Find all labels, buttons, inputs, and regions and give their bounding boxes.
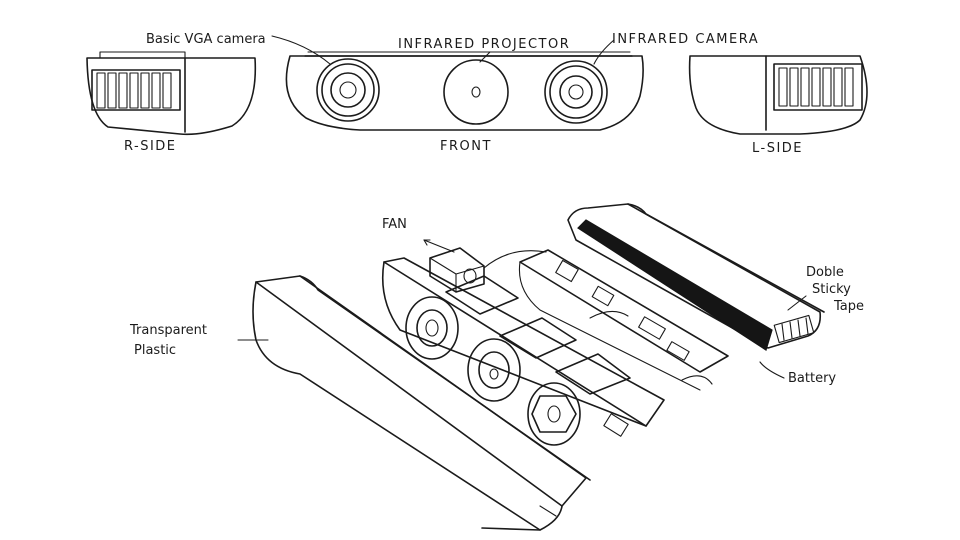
infrared-camera-lens xyxy=(544,60,608,124)
fan-unit xyxy=(429,247,547,293)
infrared-projector-leader xyxy=(479,51,491,63)
front-label: FRONT xyxy=(440,139,492,154)
battery-block xyxy=(567,203,825,351)
tape-label-line2: Sticky xyxy=(812,282,851,297)
transparent-plastic-shell xyxy=(237,275,591,531)
battery-leader xyxy=(759,361,785,379)
front-view: FRONT xyxy=(285,51,644,154)
exploded-vga-lens xyxy=(405,296,459,360)
infrared-camera-label: INFRARED CAMERA xyxy=(612,32,759,47)
plastic-label-line1: Transparent xyxy=(129,323,207,338)
double-sticky-tape xyxy=(577,219,773,351)
l-side-label: L-SIDE xyxy=(752,141,803,156)
plastic-label-line2: Plastic xyxy=(134,343,176,358)
vga-camera-leader xyxy=(271,35,331,65)
exploded-ir-camera-lens xyxy=(527,382,581,446)
vga-camera-lens xyxy=(316,58,380,122)
infrared-projector-lens xyxy=(443,59,509,125)
fan-label: FAN xyxy=(382,217,407,232)
exploded-projector-lens xyxy=(467,338,521,402)
battery-label: Battery xyxy=(788,371,836,386)
circuit-board-stack xyxy=(445,249,729,395)
vga-camera-label: Basic VGA camera xyxy=(146,32,266,47)
tape-label-line1: Doble xyxy=(806,265,844,280)
tape-leader xyxy=(787,295,807,311)
l-side-view: L-SIDE xyxy=(688,55,868,156)
r-side-view: R-SIDE xyxy=(86,51,257,154)
l-side-vent-grille xyxy=(773,63,863,111)
infrared-camera-leader xyxy=(593,39,615,65)
r-side-label: R-SIDE xyxy=(124,139,177,154)
fan-leader xyxy=(423,239,455,253)
infrared-projector-label: INFRARED PROJECTOR xyxy=(398,37,570,52)
tape-label-line3: Tape xyxy=(833,299,864,314)
r-side-vent-grille xyxy=(91,69,181,111)
